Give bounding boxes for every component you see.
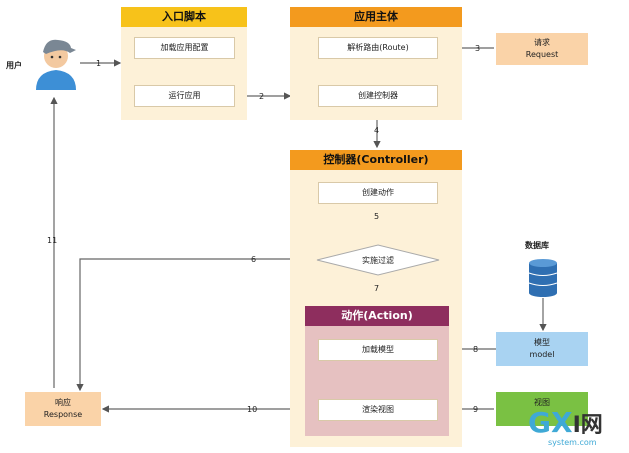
step-label-1: 1 xyxy=(96,59,102,68)
model-box: 模型 model xyxy=(496,332,588,366)
load-config-box: 加载应用配置 xyxy=(134,37,235,59)
request-line1: 请求 xyxy=(534,38,550,47)
response-line2: Response xyxy=(43,410,83,419)
load-model-box: 加载模型 xyxy=(318,339,438,361)
arrow-6 xyxy=(76,258,316,392)
request-box: 请求 Request xyxy=(496,33,588,65)
watermark-logo: GXI网 system.com xyxy=(524,408,624,450)
database-label: 数据库 xyxy=(525,241,549,250)
watermark-x: X xyxy=(550,406,573,439)
step-label-2: 2 xyxy=(259,92,265,101)
route-box: 解析路由(Route) xyxy=(318,37,438,59)
user-avatar-icon xyxy=(32,32,80,90)
step-label-5: 5 xyxy=(374,212,380,221)
response-box: 响应 Response xyxy=(25,392,101,426)
watermark-g: G xyxy=(528,406,551,439)
create-controller-box: 创建控制器 xyxy=(318,85,438,107)
application-title: 应用主体 xyxy=(290,7,462,27)
step-label-7: 7 xyxy=(374,284,380,293)
step-label-9: 9 xyxy=(473,405,479,414)
watermark-sub: system.com xyxy=(548,438,597,447)
database-icon xyxy=(528,258,558,298)
action-title: 动作(Action) xyxy=(305,306,449,326)
request-line2: Request xyxy=(525,50,559,59)
filter-label: 实施过滤 xyxy=(362,256,394,265)
run-app-box: 运行应用 xyxy=(134,85,235,107)
controller-title: 控制器(Controller) xyxy=(290,150,462,170)
watermark-rest: I网 xyxy=(572,413,603,438)
step-label-3: 3 xyxy=(475,44,481,53)
step-label-11: 11 xyxy=(47,236,58,245)
step-label-4: 4 xyxy=(374,126,380,135)
step-label-8: 8 xyxy=(473,345,479,354)
view-line1: 视图 xyxy=(534,398,550,407)
create-action-box: 创建动作 xyxy=(318,182,438,204)
render-view-box: 渲染视图 xyxy=(318,399,438,421)
entry-script-title: 入口脚本 xyxy=(121,7,247,27)
view-box: 视图 xyxy=(496,392,588,426)
filter-diamond xyxy=(316,244,440,276)
response-line1: 响应 xyxy=(55,398,71,407)
model-line2: model xyxy=(529,350,555,359)
step-label-6: 6 xyxy=(251,255,257,264)
step-label-10: 10 xyxy=(247,405,258,414)
model-line1: 模型 xyxy=(534,338,550,347)
user-label: 用户 xyxy=(6,61,22,70)
